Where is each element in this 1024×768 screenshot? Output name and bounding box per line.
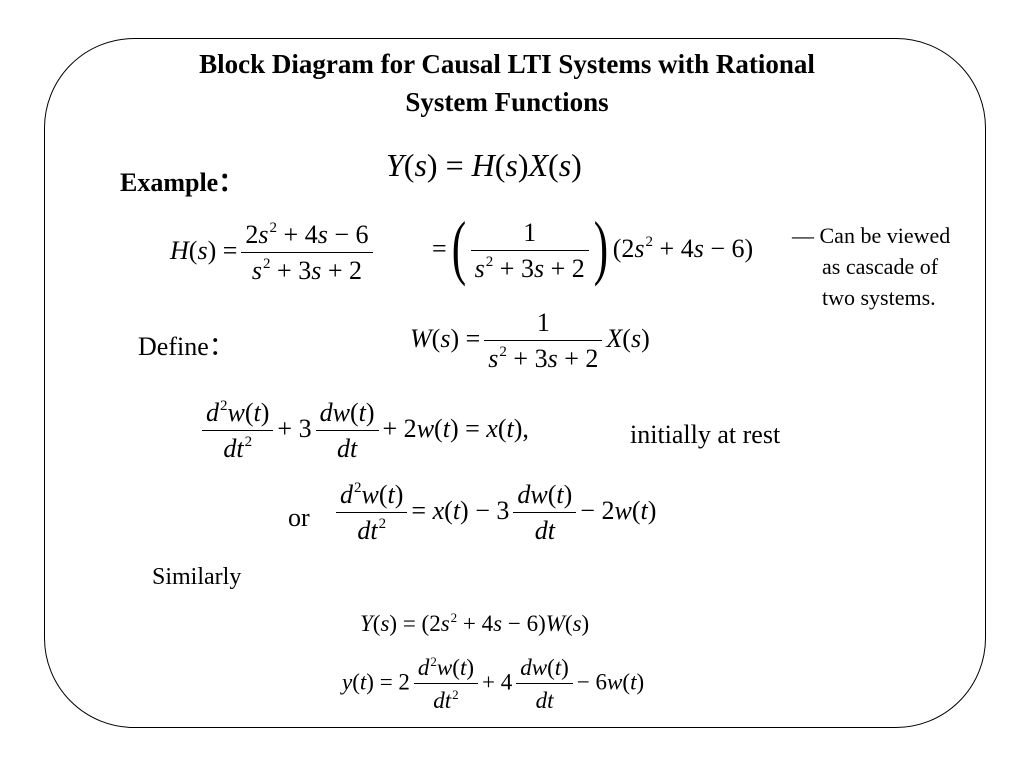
- fraction-dw-or: dw(t)dt: [513, 482, 577, 544]
- slide-frame: [44, 38, 986, 728]
- equation-y-of-w: Y(s) = (2s2 + 4s − 6)W(s): [360, 610, 590, 636]
- slide-title-line2: System Functions: [405, 87, 609, 117]
- fraction-dw-y: dw(t)dt: [516, 656, 573, 712]
- equation-output-relation: Y(s) = H(s)X(s): [386, 147, 582, 183]
- cascade-note-line1: — Can be viewed: [792, 223, 951, 248]
- fraction-d2w-y: d2w(t)dt2: [413, 655, 478, 712]
- example-label: Example：: [120, 168, 245, 197]
- cascade-note-line3: two systems.: [822, 285, 936, 310]
- fraction-d2w-or: d2w(t)dt2: [336, 481, 408, 544]
- similarly-label: Similarly: [152, 564, 242, 590]
- or-label: or: [288, 503, 310, 532]
- define-label: Define：: [138, 332, 235, 361]
- cascade-note-line2: as cascade of: [822, 254, 939, 279]
- fraction-dw: dw(t)dt: [315, 400, 379, 462]
- slide-title-line1: Block Diagram for Causal LTI Systems wit…: [199, 49, 815, 79]
- initially-at-rest-text: initially at rest: [630, 420, 781, 449]
- fraction-d2w: d2w(t)dt2: [202, 399, 274, 462]
